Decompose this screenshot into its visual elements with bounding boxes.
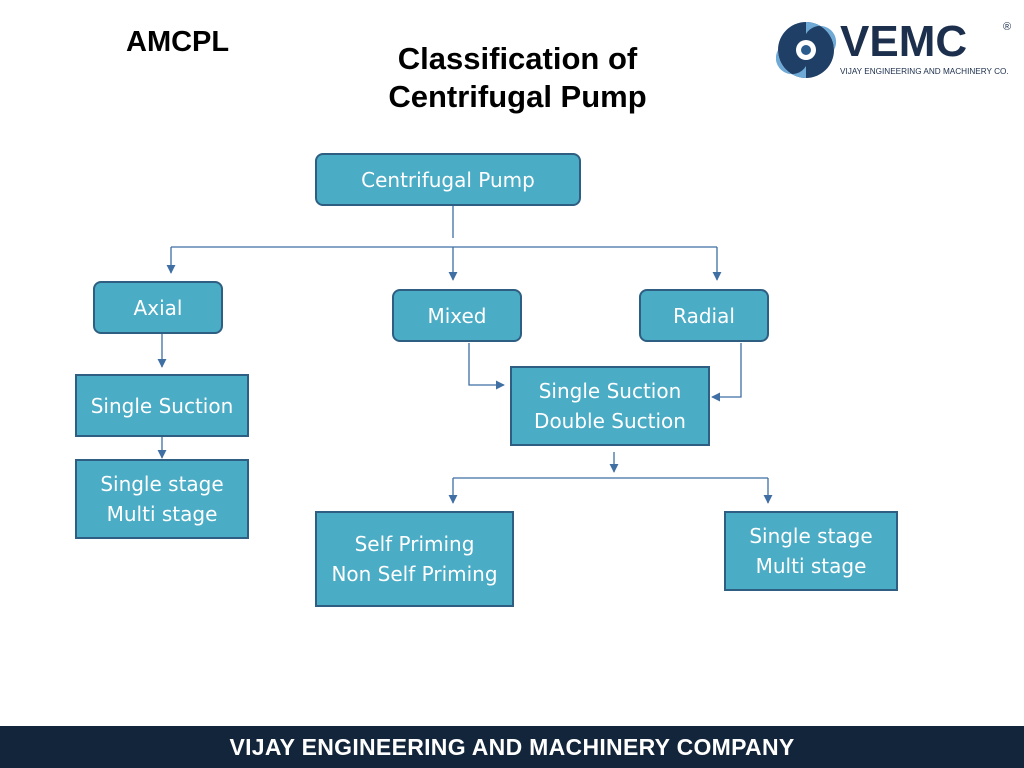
slide-title: Classification of Centrifugal Pump xyxy=(340,40,695,116)
node-priming-types: Self Priming Non Self Priming xyxy=(315,511,514,607)
node-label: Radial xyxy=(673,303,735,328)
logo-tagline: VIJAY ENGINEERING AND MACHINERY CO. xyxy=(840,67,1009,76)
node-label: Centrifugal Pump xyxy=(361,167,535,192)
node-centrifugal-pump: Centrifugal Pump xyxy=(315,153,581,206)
node-label-line-1: Single Suction xyxy=(538,379,682,403)
swirl-logo-icon xyxy=(776,22,837,78)
footer-company-name: VIJAY ENGINEERING AND MACHINERY COMPANY xyxy=(229,733,795,760)
node-mixed: Mixed xyxy=(392,289,522,342)
footer-banner: VIJAY ENGINEERING AND MACHINERY COMPANY xyxy=(0,726,1024,768)
arrow-radial-to-suction xyxy=(711,343,742,402)
node-label-line-1: Single stage xyxy=(100,472,224,496)
title-line-1: Classification of xyxy=(397,41,638,76)
node-label: Mixed xyxy=(427,303,487,328)
arrow-mixed-to-suction xyxy=(468,343,505,390)
node-label-line-2: Non Self Priming xyxy=(331,562,498,586)
node-axial: Axial xyxy=(93,281,223,334)
node-label: Single Suction xyxy=(90,393,234,418)
node-label-line-2: Double Suction xyxy=(534,409,686,433)
node-stage-types: Single stage Multi stage xyxy=(724,511,898,591)
title-line-2: Centrifugal Pump xyxy=(388,78,647,114)
node-suction-types: Single Suction Double Suction xyxy=(510,366,710,446)
logo-registered-mark: ® xyxy=(1003,21,1011,33)
company-abbreviation: AMCPL xyxy=(126,26,230,58)
node-label-line-1: Single stage xyxy=(749,524,873,548)
vemc-logo: VEMC ® VIJAY ENGINEERING AND MACHINERY C… xyxy=(776,17,1011,78)
node-label-line-2: Multi stage xyxy=(755,554,867,578)
logo-brand: VEMC xyxy=(840,17,967,66)
node-axial-stages: Single stage Multi stage xyxy=(75,459,249,539)
node-label-line-2: Multi stage xyxy=(106,502,218,526)
node-axial-single-suction: Single Suction xyxy=(75,374,249,437)
node-radial: Radial xyxy=(639,289,769,342)
node-label: Axial xyxy=(133,295,183,320)
node-label-line-1: Self Priming xyxy=(354,532,475,556)
